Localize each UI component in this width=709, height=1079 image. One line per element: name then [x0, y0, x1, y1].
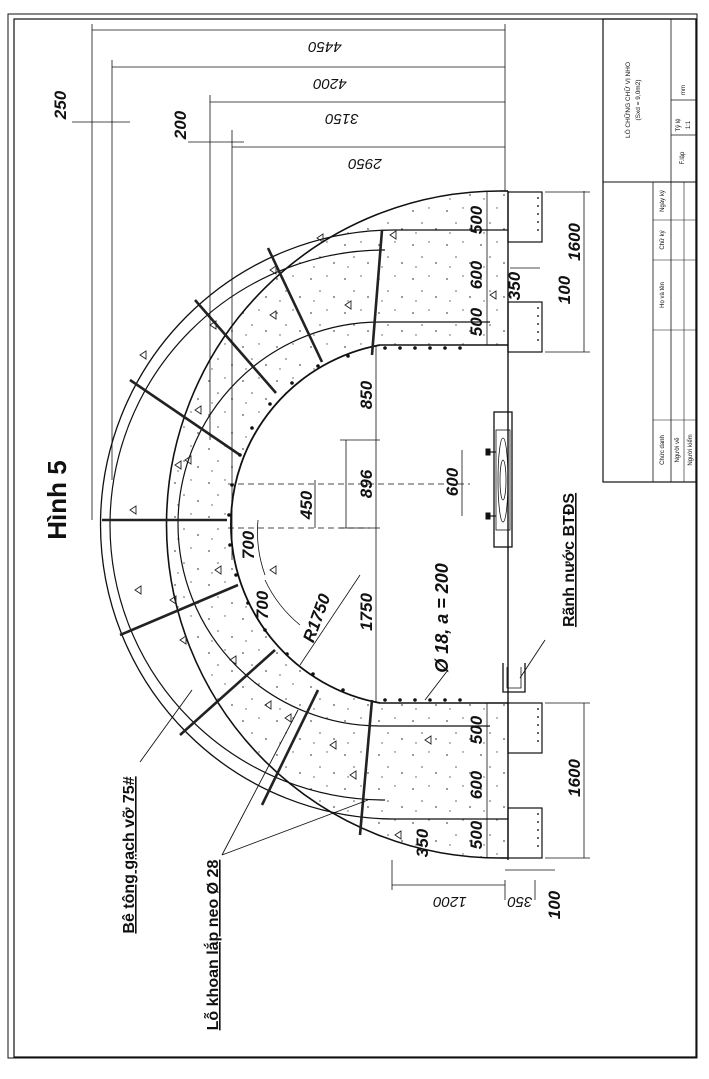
- mid-arc-2: [109, 249, 386, 801]
- dim-100-bottom: 100: [545, 890, 564, 919]
- dim-700-b: 700: [253, 590, 272, 619]
- inner-arc-2: [177, 321, 381, 727]
- brick-concrete-label: Bê tông gạch vỡ 75#: [121, 776, 138, 933]
- block-top-2: [507, 301, 543, 353]
- sheet-label: F.lập: [680, 151, 686, 164]
- dim-850: 850: [357, 380, 376, 409]
- dim-450: 450: [297, 490, 316, 520]
- dim-600-a: 600: [467, 260, 486, 289]
- dim-350-b2: 350: [507, 893, 533, 910]
- scale-value: 1:1: [686, 120, 692, 129]
- drain-channel: [502, 663, 526, 693]
- leader-lines: [139, 639, 546, 856]
- dim-4200: 4200: [313, 75, 347, 92]
- dim-1750: 1750: [357, 593, 376, 631]
- dim-100-top: 100: [555, 275, 574, 304]
- arch-fill: [166, 191, 509, 858]
- unit-label: mm: [681, 85, 687, 95]
- foundation-blocks: [507, 191, 543, 860]
- dim-600-drain: 600: [443, 467, 462, 496]
- dim-1600-bottom: 1600: [565, 759, 584, 797]
- dim-1600-top: 1600: [565, 223, 584, 261]
- row-drawn: Người vẽ: [675, 437, 681, 463]
- dim-896: 896: [357, 469, 376, 498]
- dim-350-top: 350: [505, 271, 524, 300]
- dimension-labels: 4450 4200 3150 2950 250 200 1600 500 600…: [51, 38, 584, 919]
- scale-label: Tỷ lệ: [675, 118, 682, 132]
- aggregate-triangles: [129, 230, 497, 840]
- figure-title: Hình 5: [42, 460, 72, 539]
- dim-r1750: R1750: [299, 591, 334, 645]
- anchor-bars: [102, 229, 384, 836]
- dim-200: 200: [171, 110, 190, 140]
- dimension-lines: [72, 24, 590, 900]
- title-block: LÒ CHỮNG CHỮ VỊ NHO (Sxd = 9,0m2) Tỷ lệ …: [602, 18, 697, 483]
- row-checked: Người kiểm: [687, 434, 694, 465]
- col-role: Chức danh: [660, 435, 666, 465]
- dim-500-d: 500: [467, 820, 486, 849]
- col-date: Ngày ký: [660, 190, 666, 212]
- inner-arc: [230, 344, 381, 704]
- dim-2950: 2950: [348, 155, 383, 172]
- block-bottom-1: [507, 702, 543, 754]
- annotation-labels: Ø 18, a = 200 Rãnh nước BTĐS Bê tông gạc…: [121, 493, 578, 1031]
- dim-1200: 1200: [433, 893, 467, 910]
- rebar-label: Ø 18, a = 200: [432, 563, 452, 673]
- col-signature: Chữ ký: [660, 230, 666, 249]
- dim-3150: 3150: [325, 110, 359, 127]
- inner-border: [13, 18, 697, 1058]
- dim-4450: 4450: [308, 38, 342, 55]
- drain-label: Rãnh nước BTĐS: [561, 493, 578, 627]
- dim-500-c: 500: [467, 715, 486, 744]
- dim-350-bottom: 350: [413, 828, 432, 857]
- anchor-holes-label: Lỗ khoan lắp neo Ø 28: [203, 860, 222, 1031]
- drain-grate: [485, 411, 513, 548]
- outer-arc: [165, 190, 501, 859]
- dim-250: 250: [51, 90, 70, 120]
- dim-500-a: 500: [467, 205, 486, 234]
- col-name: Họ và tên: [660, 282, 666, 308]
- dim-500-b: 500: [467, 307, 486, 336]
- dim-700-a: 700: [239, 530, 258, 559]
- outer-border: [7, 13, 698, 1059]
- block-bottom-2: [507, 807, 543, 859]
- rebar-dots: [227, 346, 462, 702]
- arch-structure: [99, 190, 509, 859]
- title-name-line1: LÒ CHỮNG CHỮ VỊ NHO: [623, 62, 632, 138]
- dim-600-b: 600: [467, 770, 486, 799]
- block-top-1: [507, 191, 543, 243]
- mid-arc-1: [99, 229, 396, 820]
- title-name-line2: (Sxd = 9,0m2): [635, 79, 642, 120]
